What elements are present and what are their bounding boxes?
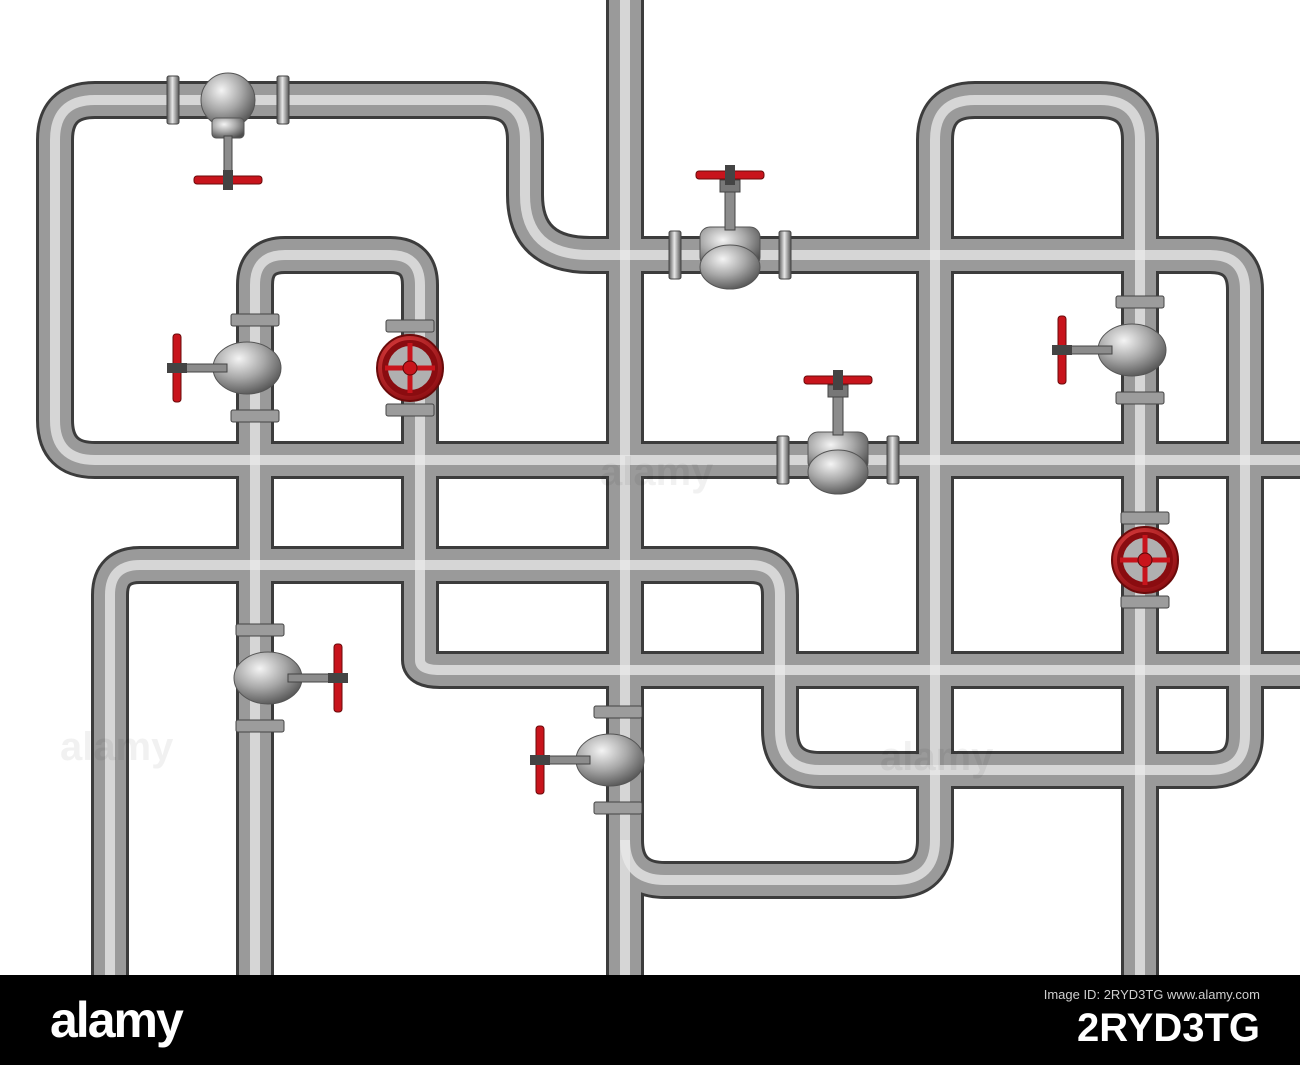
globe-valve	[182, 341, 282, 395]
watermark-layer: alamy alamy alamy	[60, 450, 994, 779]
valve-handwheel-icon	[530, 725, 550, 795]
valve-handwheel-icon	[193, 170, 263, 190]
valve-group	[166, 72, 1179, 815]
stock-footer-bar: alamy Image ID: 2RYD3TG www.alamy.com 2R…	[0, 975, 1300, 1065]
gate-valve	[699, 179, 761, 290]
image-meta: Image ID: 2RYD3TG www.alamy.com 2RYD3TG	[1044, 983, 1260, 1049]
valve-handwheel-icon	[1052, 315, 1072, 385]
pipeline-illustration: alamy alamy alamy	[36, 0, 1300, 975]
valve-handwheel-icon	[803, 370, 873, 390]
valve-handwheel-icon	[167, 333, 187, 403]
image-id: 2RYD3TG	[1076, 1006, 1260, 1050]
watermark-text: alamy	[600, 450, 714, 494]
gate-valve	[807, 384, 869, 495]
watermark-text: alamy	[880, 735, 994, 779]
image-id-prefix: Image ID:	[1043, 987, 1101, 1002]
image-id-inline: 2RYD3TG	[1103, 987, 1164, 1002]
valve-handwheel-icon	[376, 334, 444, 402]
brand-logo: alamy	[50, 992, 184, 1048]
image-id-label: Image ID: 2RYD3TG www.alamy.com	[1044, 983, 1260, 1007]
watermark-text: alamy	[60, 725, 174, 769]
globe-valve	[1067, 323, 1167, 377]
valve-handwheel-icon	[1111, 526, 1179, 594]
globe-valve	[545, 733, 645, 787]
valve-handwheel-icon	[695, 165, 765, 185]
credit-url: www.alamy.com	[1167, 987, 1260, 1002]
globe-valve	[233, 651, 333, 705]
valve-handwheel-icon	[328, 643, 348, 713]
globe-valve	[200, 72, 256, 177]
